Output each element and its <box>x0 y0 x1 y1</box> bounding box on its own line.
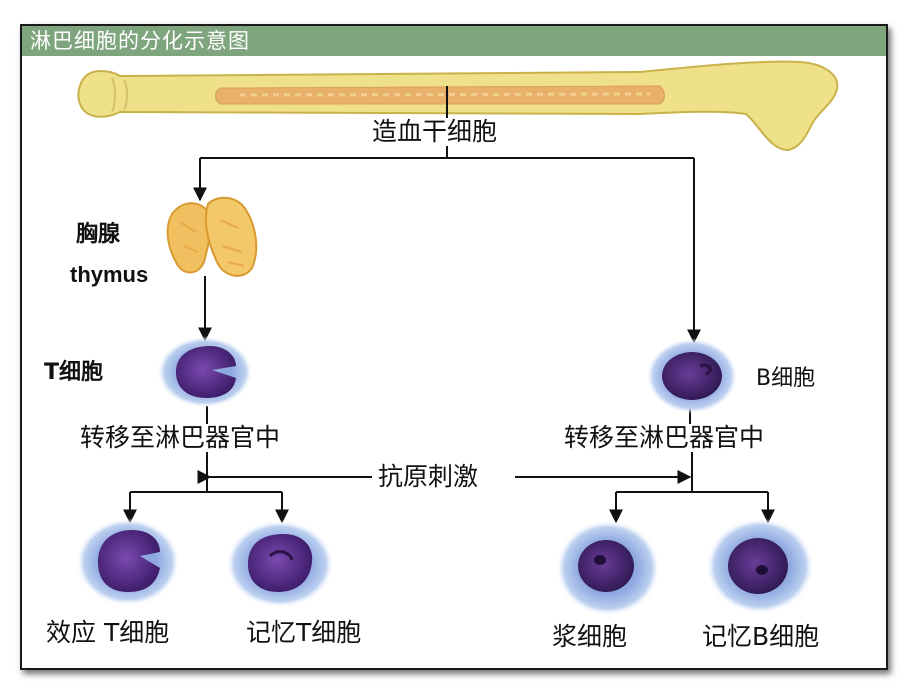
title-bar <box>22 26 886 56</box>
memory-t-cell-label: 记忆T细胞 <box>246 618 362 647</box>
migrate-label-left: 转移至淋巴器官中 <box>80 423 281 452</box>
migrate-label-right: 转移至淋巴器官中 <box>564 423 765 452</box>
thymus-illustration <box>166 196 258 277</box>
thymus-label-en: thymus <box>70 262 149 287</box>
connector-lines <box>123 86 775 524</box>
plasma-cell-illustration <box>556 520 660 616</box>
antigen-stimulus-label: 抗原刺激 <box>378 462 479 491</box>
bone-illustration <box>77 60 839 152</box>
memory-b-cell-illustration <box>706 518 814 614</box>
effector-t-cell-label: 效应 T细胞 <box>46 618 170 647</box>
effector-t-cell-illustration <box>76 518 180 606</box>
b-cell-illustration <box>646 338 738 414</box>
thymus-label-cn: 胸腺 <box>76 222 121 247</box>
t-cell-label: T细胞 <box>44 360 104 385</box>
b-cell-label: B细胞 <box>756 366 816 391</box>
memory-b-cell-label: 记忆B细胞 <box>702 622 820 651</box>
t-cell-illustration <box>157 336 253 408</box>
diagram-title: 淋巴细胞的分化示意图 <box>30 29 250 53</box>
memory-t-cell-illustration <box>226 520 334 608</box>
plasma-cell-label: 浆细胞 <box>552 622 628 651</box>
stem-cell-label: 造血干细胞 <box>372 117 498 146</box>
